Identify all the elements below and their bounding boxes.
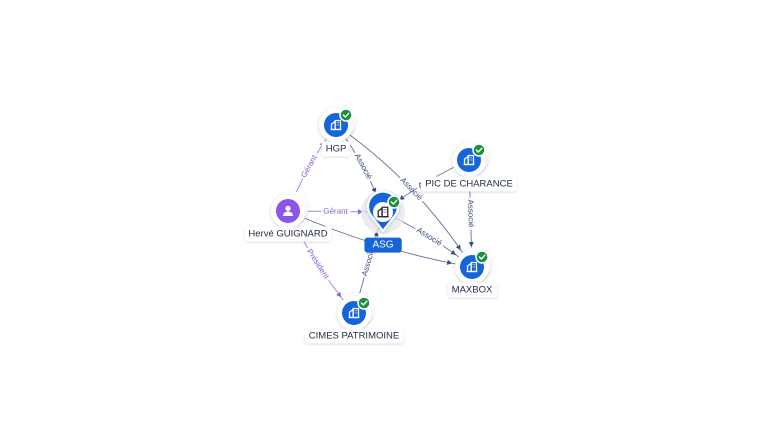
edge-label: Président — [305, 247, 331, 281]
node-asg[interactable]: ASG — [361, 190, 405, 253]
verified-check-icon — [475, 250, 489, 264]
node-herve[interactable]: Hervé GUIGNARD — [244, 191, 332, 242]
node-label-tag[interactable]: CIMES PATRIMOINE — [304, 328, 404, 344]
node-label-tag[interactable]: PIC DE CHARANCE — [421, 176, 517, 192]
nodes-layer: HGP PIC DE CHARANCE Hervé GUIGNARD ASG MAXBO… — [244, 105, 517, 344]
edge-line — [335, 124, 473, 268]
node-hgp[interactable]: HGP — [319, 105, 356, 157]
edge-arrow — [450, 249, 456, 255]
verified-check-icon — [472, 143, 486, 157]
edge-arrow — [357, 209, 364, 215]
node-label-tag[interactable]: Hervé GUIGNARD — [244, 226, 332, 242]
center-building-wrap — [377, 206, 389, 218]
node-cimes[interactable]: CIMES PATRIMOINE — [304, 293, 404, 344]
node-pic[interactable]: PIC DE CHARANCE — [421, 140, 517, 192]
verified-check-icon — [339, 108, 353, 122]
edge-arrow — [336, 291, 342, 298]
company-building-icon — [463, 154, 475, 166]
label-bg — [321, 141, 351, 157]
label-bg — [304, 328, 404, 344]
edge-label-bg — [351, 149, 376, 184]
node-label: Hervé GUIGNARD — [248, 229, 327, 240]
edge-arrow — [468, 241, 474, 248]
edge-label-bg — [413, 223, 446, 250]
node-label: PIC DE CHARANCE — [425, 179, 513, 190]
edge-label: Associé — [415, 225, 444, 248]
edge-arrow — [446, 259, 453, 265]
edge-label-bg — [465, 197, 477, 231]
label-bg — [364, 237, 402, 253]
edge-label-bg — [303, 245, 333, 284]
label-bg — [447, 282, 497, 298]
company-building-icon — [330, 119, 342, 131]
company-building-icon — [466, 261, 478, 273]
company-building-icon — [377, 206, 389, 218]
edge-label-bg — [297, 150, 321, 182]
edge-label-bg — [358, 245, 378, 280]
verified-check-icon — [387, 195, 401, 209]
edge-label-bg — [396, 173, 427, 205]
node-label-tag[interactable]: HGP — [321, 141, 351, 157]
company-building-icon — [348, 307, 360, 319]
verified-check-icon — [357, 296, 371, 310]
node-label: HGP — [326, 144, 347, 155]
edge-hgp-maxbox[interactable]: Associé — [335, 124, 473, 268]
person-icon — [283, 205, 293, 216]
edge-herve-cimes[interactable]: Président — [287, 210, 355, 314]
edge-label-bg — [321, 205, 351, 217]
edge-arrow — [455, 244, 461, 251]
node-label: ASG — [372, 240, 393, 251]
node-label: MAXBOX — [452, 285, 493, 296]
label-bg — [421, 176, 517, 192]
edge-label: Associé — [466, 199, 476, 228]
node-label: CIMES PATRIMOINE — [309, 331, 399, 342]
node-maxbox[interactable]: MAXBOX — [447, 247, 497, 298]
node-label-tag[interactable]: MAXBOX — [447, 282, 497, 298]
center-label-tag[interactable]: ASG — [364, 237, 402, 253]
label-bg — [244, 226, 332, 242]
edge-label: Gérant — [323, 206, 348, 215]
